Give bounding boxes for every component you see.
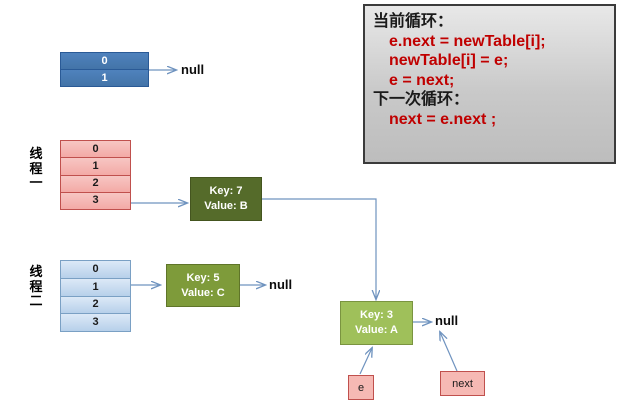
code-line-e-assign: e = next; bbox=[389, 71, 455, 89]
loop-code-callout: 当前循环： e.next = newTable[i]; newTable[i] … bbox=[363, 4, 616, 164]
table-row: 2 bbox=[61, 296, 130, 315]
thread-two-table: 0 1 2 3 bbox=[60, 260, 131, 332]
node-value-text: Value: B bbox=[204, 200, 248, 212]
node-key-7: Key: 7 Value: B bbox=[190, 177, 262, 221]
node-value-text: Value: A bbox=[355, 324, 398, 336]
wire-e-to-key3 bbox=[359, 348, 372, 375]
node-key-text: Key: 5 bbox=[186, 271, 220, 284]
node-key-3: Key: 3 Value: A bbox=[340, 301, 413, 345]
null-label-right: null bbox=[435, 313, 459, 328]
table-row: 3 bbox=[61, 314, 130, 331]
table-row: 1 bbox=[61, 70, 148, 86]
pointer-e: e bbox=[348, 375, 374, 400]
pointer-e-label: e bbox=[357, 381, 365, 394]
table-row: 1 bbox=[61, 278, 130, 297]
new-table-empty: 0 1 bbox=[60, 52, 149, 87]
thread-one-label: 线程一 bbox=[29, 146, 43, 191]
code-line-heading-next: 下一次循环： bbox=[373, 91, 470, 109]
node-value-text: Value: C bbox=[181, 286, 225, 299]
pointer-next: next bbox=[440, 371, 485, 396]
thread-one-table: 0 1 2 3 bbox=[60, 140, 131, 210]
code-line-heading-current: 当前循环： bbox=[373, 13, 454, 30]
node-key-5: Key: 5 Value: C bbox=[166, 264, 240, 307]
table-row: 0 bbox=[61, 141, 130, 159]
table-row: 0 bbox=[61, 261, 130, 279]
pointer-next-label: next bbox=[452, 377, 473, 390]
node-key-text: Key: 3 bbox=[359, 309, 394, 322]
table-row: 3 bbox=[61, 192, 130, 209]
code-line-next-assign: next = e.next ; bbox=[389, 110, 497, 128]
table-row: 0 bbox=[61, 53, 148, 70]
node-key-text: Key: 7 bbox=[209, 185, 243, 198]
table-row: 2 bbox=[61, 175, 130, 193]
thread-two-label: 线程二 bbox=[29, 264, 43, 309]
wire-next-to-null bbox=[440, 332, 458, 372]
code-line-e-next-assign: e.next = newTable[i]; bbox=[389, 32, 546, 50]
code-line-newtable-assign: newTable[i] = e; bbox=[389, 52, 509, 70]
table-row: 1 bbox=[61, 158, 130, 176]
null-label-top: null bbox=[181, 62, 205, 77]
null-label-middle: null bbox=[269, 277, 293, 292]
